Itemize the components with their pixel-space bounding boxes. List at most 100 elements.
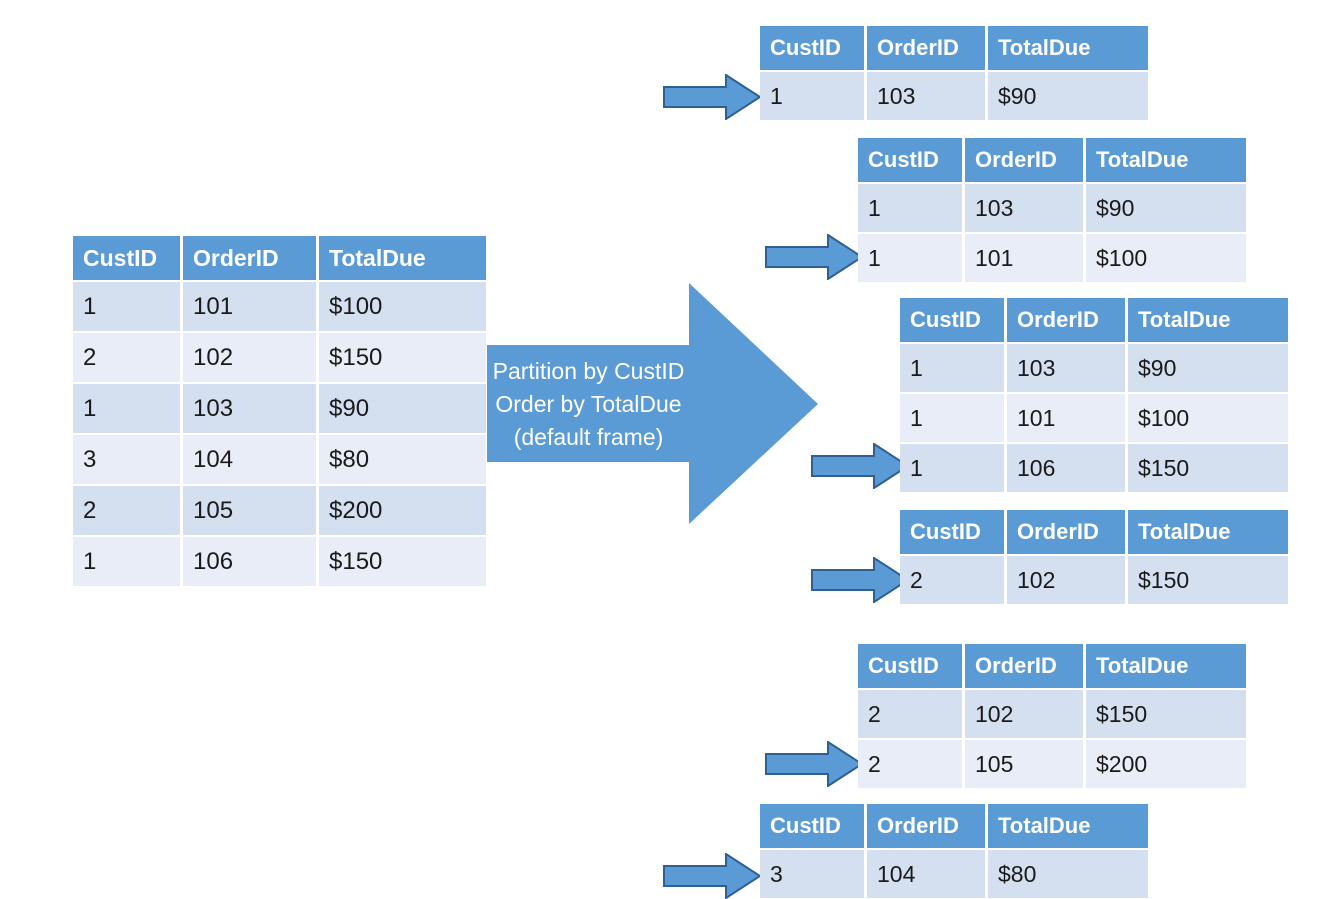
column-header-orderid: OrderID [867, 26, 985, 70]
frame-4-arrow-icon [811, 557, 909, 603]
table-cell-orderid: 106 [1007, 444, 1125, 492]
table-cell-totaldue: $150 [1128, 556, 1288, 604]
table-cell-custid: 3 [760, 850, 864, 898]
table-cell-totaldue: $150 [319, 537, 486, 586]
frame-6-arrow-icon [663, 853, 761, 899]
column-header-totaldue: TotalDue [1128, 510, 1288, 554]
table-cell-orderid: 103 [183, 384, 316, 433]
table-cell-orderid: 103 [965, 184, 1083, 232]
table-cell-custid: 1 [760, 72, 864, 120]
column-header-orderid: OrderID [965, 138, 1083, 182]
table-cell-totaldue: $100 [1128, 394, 1288, 442]
table-cell-orderid: 105 [965, 740, 1083, 788]
table-cell-custid: 1 [900, 394, 1004, 442]
table-cell-totaldue: $80 [988, 850, 1148, 898]
column-header-totaldue: TotalDue [1086, 644, 1246, 688]
table-cell-custid: 2 [73, 486, 180, 535]
column-header-totaldue: TotalDue [988, 26, 1148, 70]
table-cell-custid: 3 [73, 435, 180, 484]
table-cell-custid: 1 [73, 537, 180, 586]
table-cell-orderid: 103 [867, 72, 985, 120]
column-header-orderid: OrderID [965, 644, 1083, 688]
column-header-orderid: OrderID [1007, 510, 1125, 554]
column-header-custid: CustID [760, 26, 864, 70]
table-cell-totaldue: $150 [1086, 690, 1246, 738]
table-cell-custid: 2 [73, 333, 180, 382]
table-cell-orderid: 101 [965, 234, 1083, 282]
table-cell-totaldue: $90 [1086, 184, 1246, 232]
table-cell-orderid: 102 [1007, 556, 1125, 604]
column-header-orderid: OrderID [1007, 298, 1125, 342]
table-cell-custid: 1 [858, 184, 962, 232]
table-cell-custid: 1 [73, 384, 180, 433]
column-header-custid: CustID [760, 804, 864, 848]
column-header-totaldue: TotalDue [1128, 298, 1288, 342]
table-cell-custid: 2 [858, 690, 962, 738]
table-cell-orderid: 101 [183, 282, 316, 331]
table-cell-orderid: 105 [183, 486, 316, 535]
table-cell-orderid: 101 [1007, 394, 1125, 442]
column-header-orderid: OrderID [867, 804, 985, 848]
table-cell-totaldue: $150 [1128, 444, 1288, 492]
table-cell-totaldue: $80 [319, 435, 486, 484]
table-cell-orderid: 104 [867, 850, 985, 898]
column-header-custid: CustID [858, 644, 962, 688]
table-cell-orderid: 104 [183, 435, 316, 484]
table-cell-totaldue: $90 [1128, 344, 1288, 392]
table-cell-totaldue: $100 [319, 282, 486, 331]
table-cell-orderid: 102 [965, 690, 1083, 738]
column-header-custid: CustID [900, 298, 1004, 342]
column-header-custid: CustID [858, 138, 962, 182]
table-cell-custid: 1 [858, 234, 962, 282]
column-header-totaldue: TotalDue [1086, 138, 1246, 182]
table-cell-orderid: 106 [183, 537, 316, 586]
table-cell-totaldue: $90 [988, 72, 1148, 120]
table-cell-orderid: 102 [183, 333, 316, 382]
table-cell-totaldue: $200 [1086, 740, 1246, 788]
table-cell-totaldue: $200 [319, 486, 486, 535]
partition-arrow [487, 283, 818, 524]
frame-1-arrow-icon [663, 74, 761, 120]
table-cell-orderid: 103 [1007, 344, 1125, 392]
table-cell-custid: 1 [73, 282, 180, 331]
table-cell-custid: 2 [900, 556, 1004, 604]
table-cell-custid: 1 [900, 344, 1004, 392]
frame-3-arrow-icon [811, 443, 909, 489]
table-cell-totaldue: $100 [1086, 234, 1246, 282]
column-header-orderid: OrderID [183, 236, 316, 280]
column-header-custid: CustID [73, 236, 180, 280]
table-cell-totaldue: $90 [319, 384, 486, 433]
frame-2-arrow-icon [765, 234, 863, 280]
table-cell-totaldue: $150 [319, 333, 486, 382]
table-cell-custid: 2 [858, 740, 962, 788]
